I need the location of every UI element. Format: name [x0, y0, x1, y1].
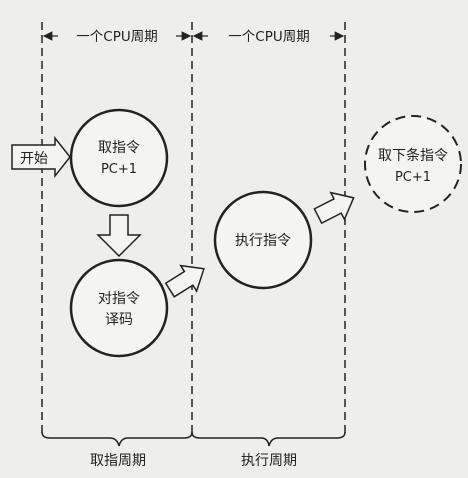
- decode-node-line2: 译码: [105, 312, 133, 328]
- next-node-line1: 取下条指令: [378, 147, 448, 164]
- decode-node-line1: 对指令: [98, 291, 140, 307]
- next-node-line2: PC+1: [395, 170, 431, 185]
- fetch-cycle-label: 取指周期: [90, 453, 146, 469]
- execute-cycle-label: 执行周期: [241, 453, 297, 469]
- fetch-node-line1: 取指令: [98, 140, 140, 156]
- start-arrow-shape: [11, 135, 71, 179]
- start-label: 开始: [20, 151, 48, 167]
- decode-to-execute-arrow: [164, 264, 205, 298]
- cycle-1-label: 一个CPU周期: [76, 29, 157, 45]
- decode-node: [69, 258, 169, 358]
- execute-node-label: 执行指令: [235, 233, 291, 249]
- execute-to-next-arrow: [313, 191, 355, 225]
- next-instruction-node: [364, 115, 462, 213]
- fetch-node: [69, 108, 169, 208]
- fetch-cycle-bracket: [41, 431, 193, 447]
- cycle-2-label: 一个CPU周期: [228, 29, 309, 45]
- down-arrow: [96, 214, 142, 258]
- fetch-node-line2: PC+1: [101, 162, 137, 177]
- execute-cycle-bracket: [191, 431, 346, 447]
- execute-node: [213, 190, 313, 290]
